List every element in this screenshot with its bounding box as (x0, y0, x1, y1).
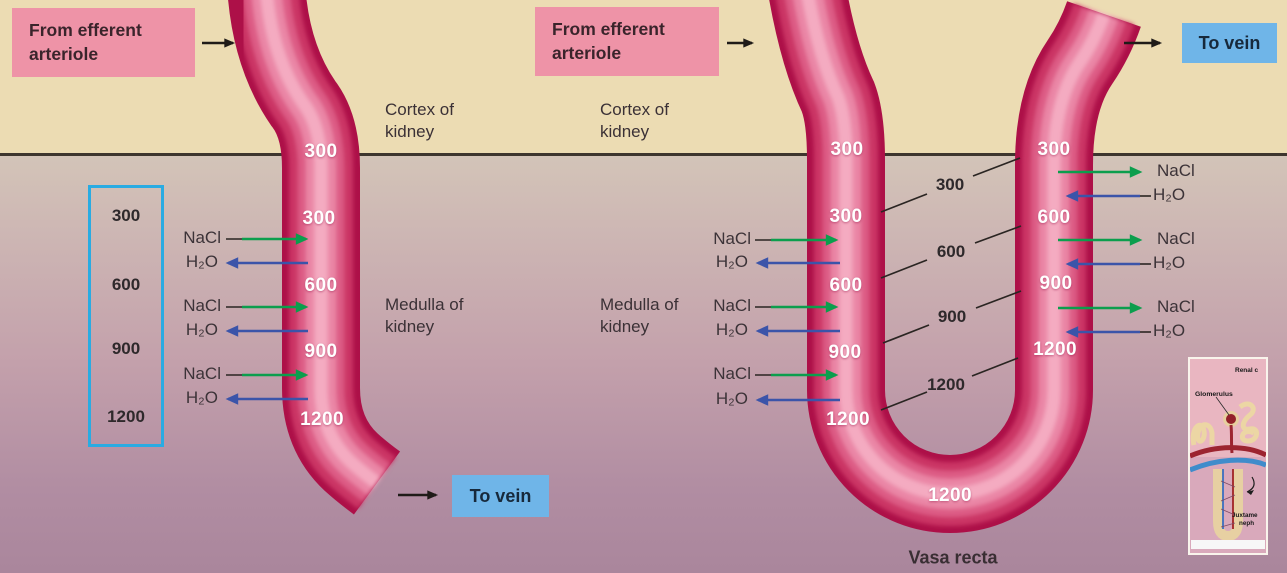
h2o-label: H₂O (715, 389, 748, 408)
tube-value: 1200 (928, 485, 972, 506)
scale-value: 1200 (107, 407, 145, 426)
label-connector-lines (226, 195, 1151, 376)
nacl-label: NaCl (713, 229, 751, 248)
h2o-label: H₂O (185, 320, 218, 339)
scale-value: 900 (111, 339, 141, 358)
tube-value: 900 (304, 341, 338, 362)
to-vein-label: To vein (1198, 32, 1261, 53)
cortex-label-right: Cortex of kidney (600, 100, 669, 141)
h2o-label: H₂O (1153, 321, 1186, 340)
h2o-label: H₂O (185, 388, 218, 407)
tube-value: 300 (1037, 139, 1071, 160)
vasa-recta-title: Vasa recta (908, 547, 998, 568)
from-efferent-arteriole-label: From efferent arteriole (552, 19, 665, 63)
cortex-medulla-boundary-line (0, 153, 1287, 156)
h2o-label: H₂O (715, 320, 748, 339)
tube-value: 1200 (1033, 339, 1077, 360)
tube-value: 1200 (300, 409, 344, 430)
h2o-label: H₂O (1153, 185, 1186, 204)
cortex-label-left: Cortex of kidney (385, 100, 454, 141)
juxtamedullary-label: Juxtame (1232, 512, 1258, 519)
to-vein-label: To vein (469, 485, 532, 506)
nacl-label: NaCl (1157, 229, 1195, 248)
to-vein-box-right: To vein (1182, 23, 1277, 63)
nacl-label: NaCl (1157, 297, 1195, 316)
gradient-value: 600 (936, 242, 966, 261)
tube-value: 1200 (826, 409, 870, 430)
tube-value: 300 (830, 139, 864, 160)
scale-value: 300 (111, 206, 141, 225)
loop-of-henle-shape (1213, 469, 1243, 542)
flow-arrow-icons (202, 38, 1163, 500)
tube-value: 600 (1037, 207, 1071, 228)
nephron-thumbnail: Renal c Glomerulus Juxtame neph (1188, 357, 1268, 555)
tube-value: 900 (1039, 273, 1073, 294)
medulla-label-right: Medulla of kidney (600, 295, 679, 336)
h2o-label: H₂O (1153, 253, 1186, 272)
tube-value: 600 (304, 275, 338, 296)
gradient-value: 300 (935, 175, 965, 194)
interstitial-gradient-lines (880, 157, 1022, 411)
artery-shape (1190, 445, 1266, 459)
h2o-arrow-icons (225, 190, 1140, 406)
tubule-shape (1238, 401, 1259, 444)
tube-value: 300 (829, 206, 863, 227)
nacl-label: NaCl (1157, 161, 1195, 180)
straight-capillary-tube (228, 0, 401, 515)
tube-value: 600 (829, 275, 863, 296)
nephron-thumbnail-graphic: Renal c Glomerulus Juxtame neph (1190, 359, 1266, 553)
tubule-shape (1190, 422, 1215, 446)
arteriole-shape (1229, 424, 1234, 454)
medulla-label-left: Medulla of kidney (385, 295, 464, 336)
nacl-label: NaCl (713, 364, 751, 383)
h2o-label: H₂O (185, 252, 218, 271)
glomerulus-label: Glomerulus (1195, 391, 1233, 398)
tube-value: 900 (828, 342, 862, 363)
glomerulus-shape (1226, 414, 1236, 424)
tube-value: 300 (304, 141, 338, 162)
from-efferent-arteriole-label: From efferent arteriole (29, 20, 142, 64)
from-efferent-arteriole-box-right: From efferent arteriole (535, 7, 719, 76)
nacl-label: NaCl (183, 364, 221, 383)
osmolarity-scale-box (88, 185, 164, 447)
nacl-label: NaCl (713, 296, 751, 315)
gradient-value: 1200 (927, 375, 965, 394)
vein-shape (1190, 457, 1266, 473)
nacl-label: NaCl (183, 228, 221, 247)
juxtamedullary-label: neph (1239, 520, 1254, 527)
nacl-arrow-icons (242, 166, 1143, 381)
h2o-label: H₂O (715, 252, 748, 271)
renal-cortex-label: Renal c (1235, 367, 1259, 374)
vasa-recta-loop-tube (769, 0, 1141, 533)
to-vein-box-left: To vein (452, 475, 549, 517)
curved-arrow-icon (1246, 476, 1255, 493)
from-efferent-arteriole-box-left: From efferent arteriole (12, 8, 195, 77)
nacl-label: NaCl (183, 296, 221, 315)
tube-value: 300 (302, 208, 336, 229)
scale-value: 600 (111, 275, 141, 294)
gradient-value: 900 (937, 307, 967, 326)
